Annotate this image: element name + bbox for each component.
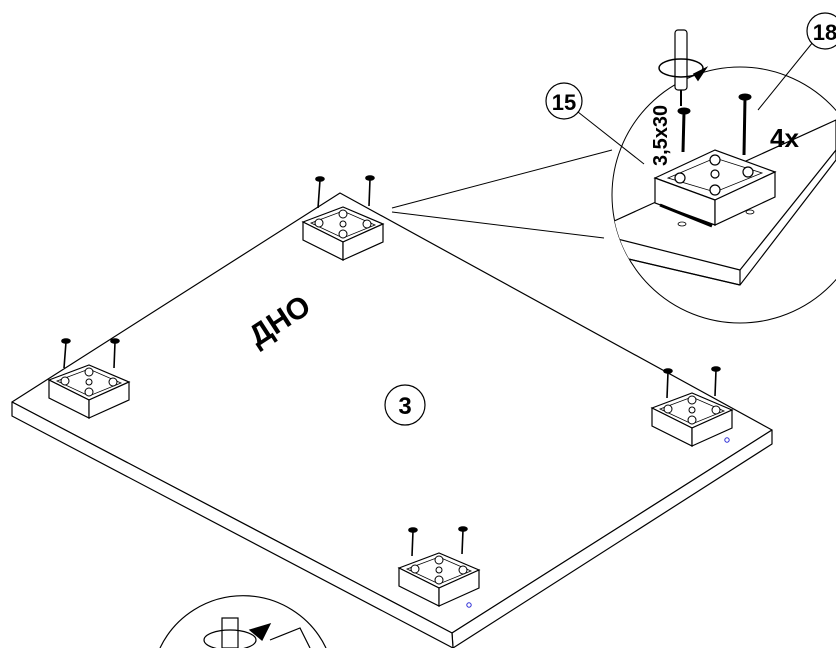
part-number-badge: 3 <box>384 384 426 426</box>
rotate-arrow-icon <box>658 58 709 82</box>
foot-pad <box>397 552 481 607</box>
callout-leaders <box>577 41 814 165</box>
callout-a: 15 <box>545 82 583 120</box>
foot-pad <box>650 392 734 447</box>
foot-pad <box>301 206 385 261</box>
callout-b-label: 18 <box>813 20 836 45</box>
callout-a-label: 15 <box>552 90 576 115</box>
zoom-leaders <box>391 149 613 239</box>
screw-size-label: 3,5х30 <box>650 105 672 166</box>
marker-holes <box>466 437 730 608</box>
next-step-detail <box>159 595 327 648</box>
callout-b: 18 <box>806 12 836 50</box>
screws <box>61 175 721 557</box>
zoom-detail <box>611 66 836 324</box>
zoom-screws <box>677 93 752 156</box>
quantity-label: 4х <box>770 123 799 153</box>
part-number-label: 3 <box>398 393 411 420</box>
foot-pad <box>47 364 131 419</box>
